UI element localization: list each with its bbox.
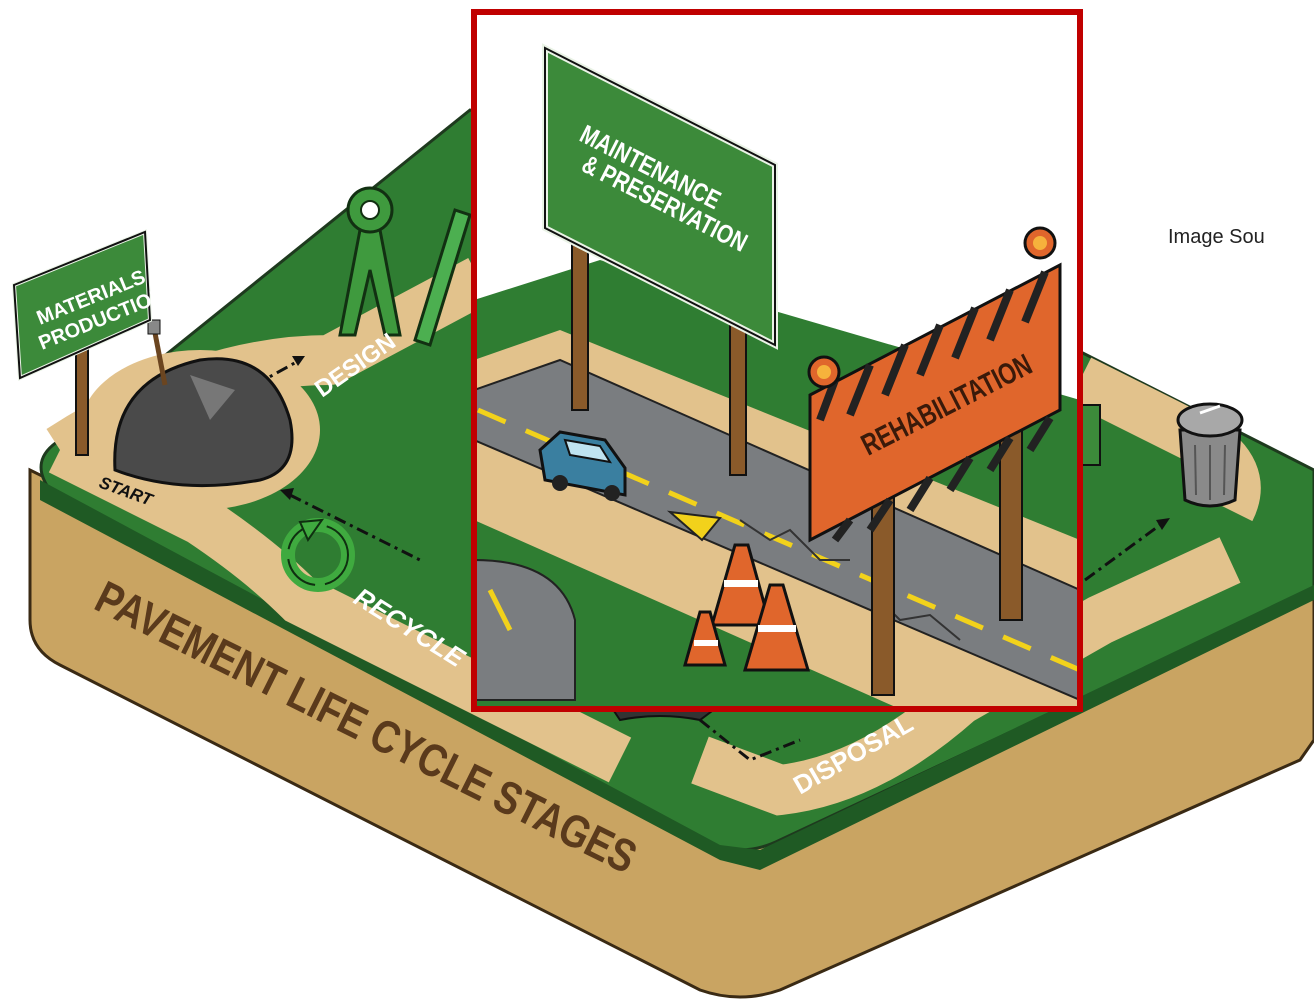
warning-light-icon <box>1025 228 1055 258</box>
maintenance-sign-post <box>572 230 588 410</box>
zoom-inset: MAINTENANCE & PRESERVATION <box>474 12 1080 709</box>
partial-sign-right <box>1082 405 1100 465</box>
trash-can-icon <box>1178 404 1242 506</box>
warning-light-icon <box>809 357 839 387</box>
image-source-caption: Image Sou <box>1168 226 1265 249</box>
